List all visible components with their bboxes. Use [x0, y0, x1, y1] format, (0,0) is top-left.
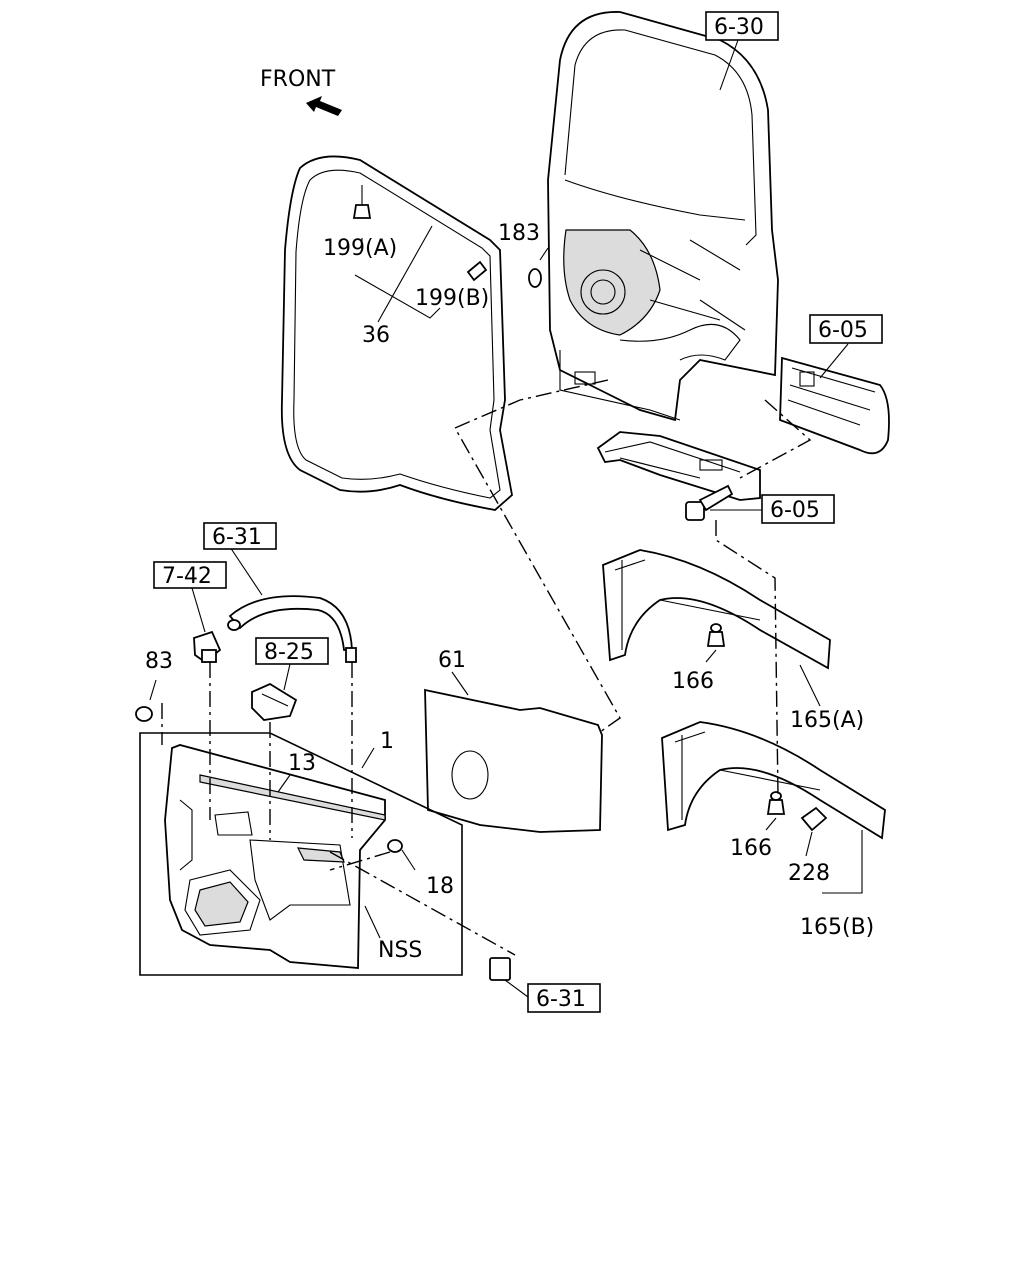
label-183: 183 — [498, 221, 540, 246]
label-83: 83 — [145, 649, 173, 674]
bolt-6-05 — [685, 484, 734, 521]
label-228: 228 — [788, 861, 830, 886]
front-direction-indicator: FRONT — [260, 67, 342, 116]
ref-box-8-25-label: 8-25 — [264, 640, 314, 665]
ref-box-6-05-upper[interactable]: 6-05 — [809, 314, 883, 344]
door-frame — [547, 11, 779, 422]
leader-166a — [705, 649, 717, 663]
label-61: 61 — [438, 648, 466, 673]
leader-183 — [539, 247, 549, 261]
bolt-166-b — [766, 791, 786, 815]
leader-6-05-upper — [819, 343, 849, 379]
mudguard-165a — [602, 549, 831, 670]
leader-6-31-grip — [229, 546, 263, 596]
label-18: 18 — [426, 874, 454, 899]
screw-18 — [387, 839, 416, 871]
ref-box-6-30[interactable]: 6-30 — [705, 11, 779, 41]
leader-165a — [799, 664, 821, 707]
ref-box-6-31-grip[interactable]: 6-31 — [203, 522, 277, 550]
label-nss: NSS — [378, 938, 422, 963]
bolt-166-a — [706, 623, 726, 647]
switch-8-25 — [251, 682, 298, 721]
alignment-line-18-cap — [329, 851, 516, 956]
label-13: 13 — [288, 751, 316, 776]
leader-61 — [451, 671, 469, 696]
clip-199a — [352, 185, 372, 219]
label-165b: 165(B) — [800, 915, 874, 940]
front-label: FRONT — [260, 67, 336, 92]
label-199b: 199(B) — [415, 286, 489, 311]
lamp-7-42 — [193, 630, 222, 664]
ref-box-6-31-cap-label: 6-31 — [536, 987, 586, 1012]
ref-box-6-30-label: 6-30 — [714, 15, 764, 40]
label-165a: 165(A) — [790, 708, 864, 733]
clip-199b — [466, 260, 488, 282]
label-1: 1 — [380, 729, 394, 754]
leader-13 — [277, 774, 291, 793]
clip-228 — [800, 806, 828, 832]
leader-nss — [364, 905, 381, 939]
leader-6-30 — [719, 39, 739, 91]
leader-7-42 — [191, 587, 206, 633]
leader-1 — [361, 747, 375, 769]
leader-166b — [765, 817, 777, 831]
cab-side-upper-panel — [779, 356, 890, 455]
leader-clips — [354, 238, 441, 319]
leader-8-25 — [283, 663, 291, 691]
alignment-line-upper — [739, 399, 812, 479]
door-trim-panel — [164, 744, 386, 969]
trim-assembly-box — [139, 732, 463, 976]
ref-box-6-05-lower[interactable]: 6-05 — [761, 494, 835, 524]
label-36: 36 — [362, 323, 390, 348]
screw-83 — [135, 679, 157, 722]
ref-box-6-05-lower-label: 6-05 — [770, 498, 820, 523]
leader-165b — [822, 830, 863, 894]
ref-box-7-42[interactable]: 7-42 — [153, 561, 227, 589]
cab-side-lower-bracket — [596, 431, 761, 501]
assist-grip — [227, 595, 357, 663]
label-199a: 199(A) — [323, 236, 397, 261]
leader-6-31-cap — [504, 979, 529, 998]
label-166b: 166 — [730, 836, 772, 861]
plug-183 — [528, 268, 542, 288]
door-weatherstrip — [280, 155, 513, 511]
sealing-cover-61 — [424, 688, 603, 833]
handle-cap — [489, 957, 511, 981]
leader-36 — [377, 225, 433, 323]
leader-228 — [805, 831, 813, 857]
front-arrow-icon — [306, 96, 342, 116]
ref-box-7-42-label: 7-42 — [162, 564, 212, 589]
ref-box-6-31-grip-label: 6-31 — [212, 525, 262, 550]
label-166a: 166 — [672, 669, 714, 694]
mudguard-165b — [661, 721, 886, 840]
ref-box-8-25[interactable]: 8-25 — [255, 637, 329, 665]
ref-box-6-05-upper-label: 6-05 — [818, 318, 868, 343]
alignment-line-bolts — [715, 520, 779, 797]
alignment-line-cover — [454, 379, 621, 733]
ref-box-6-31-cap[interactable]: 6-31 — [527, 983, 601, 1013]
